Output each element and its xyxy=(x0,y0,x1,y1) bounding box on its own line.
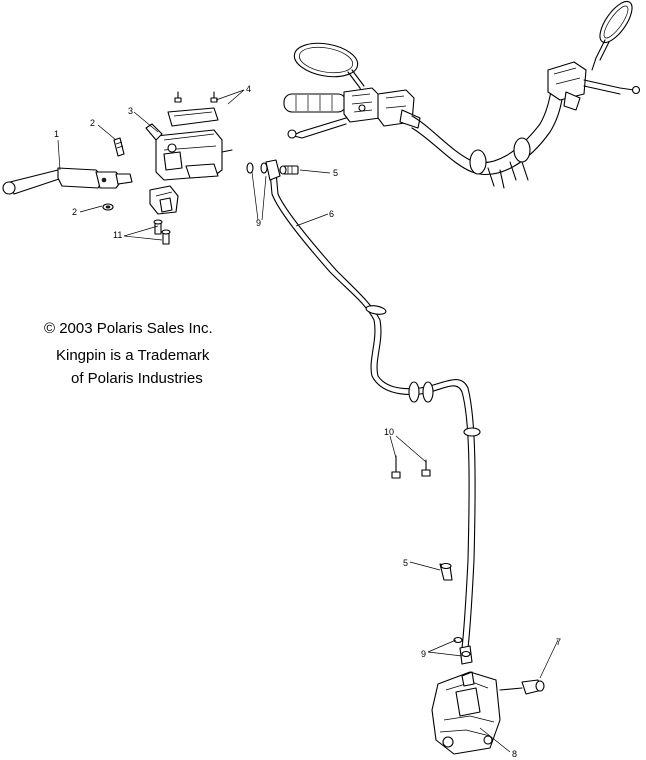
brake-caliper-part-8 xyxy=(431,671,501,755)
callout-9-lower: 9 xyxy=(421,649,426,659)
bracket-bolts-part-10 xyxy=(391,455,431,479)
callout-2-upper: 2 xyxy=(90,118,95,128)
callout-6: 6 xyxy=(329,209,334,219)
handlebar-clamp-part-11 xyxy=(149,185,179,215)
right-control-housing xyxy=(547,61,641,111)
callout-11: 11 xyxy=(113,230,122,240)
handlebar-master-cylinder xyxy=(377,89,421,129)
brake-lever-part-1 xyxy=(2,167,133,195)
handlebar-assembly xyxy=(283,0,641,189)
leader-lines xyxy=(57,89,559,753)
left-grip xyxy=(283,93,347,113)
caption-owner: of Polaris Industries xyxy=(71,370,203,387)
pivot-pin-part-2 xyxy=(113,137,125,157)
banjo-bolt-lower-part-5 xyxy=(439,562,453,581)
master-cylinder-part-3 xyxy=(145,123,233,181)
clamp-bolts-part-11 xyxy=(153,219,171,245)
callout-5-upper: 5 xyxy=(333,168,338,178)
left-mirror xyxy=(293,42,365,97)
left-switch-housing xyxy=(343,87,381,123)
callout-2-lower: 2 xyxy=(72,207,77,217)
callout-labels: 1 2 2 3 4 5 6 9 11 10 5 9 7 8 xyxy=(54,84,561,759)
callout-7: 7 xyxy=(556,637,561,647)
reservoir-cover-part-4 xyxy=(167,107,219,127)
caption-trademark: Kingpin is a Trademark xyxy=(56,347,210,364)
sealing-washers-lower-part-9 xyxy=(453,636,471,658)
caption-copyright: © 2003 Polaris Sales Inc. xyxy=(44,320,213,337)
copyright-caption: © 2003 Polaris Sales Inc. Kingpin is a T… xyxy=(44,320,213,387)
banjo-bolt-upper-part-5 xyxy=(279,165,299,175)
caliper-bolt-part-7 xyxy=(499,679,545,695)
cover-screws-part-4 xyxy=(174,91,218,103)
nut-part-2 xyxy=(102,203,114,211)
callout-1: 1 xyxy=(54,129,59,139)
right-mirror xyxy=(591,0,633,71)
callout-10: 10 xyxy=(384,427,394,437)
brake-line-part-6 xyxy=(265,159,481,665)
callout-5-lower: 5 xyxy=(403,558,408,568)
callout-3: 3 xyxy=(128,106,133,116)
callout-9-upper: 9 xyxy=(256,218,261,228)
sealing-washers-upper-part-9 xyxy=(246,162,268,174)
callout-4: 4 xyxy=(246,84,251,94)
callout-8: 8 xyxy=(512,749,517,759)
